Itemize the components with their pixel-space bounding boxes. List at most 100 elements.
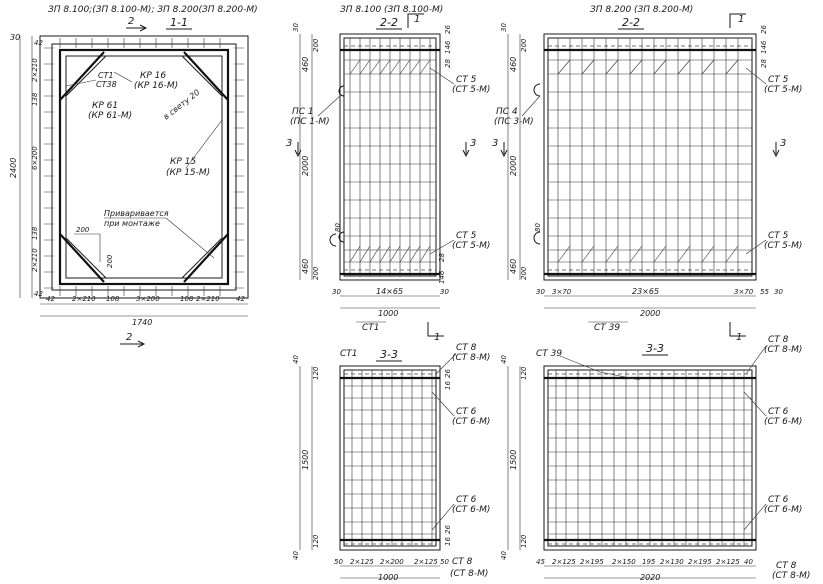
dim-33b-2x150: 2×150 [612,558,636,566]
label-clear-20: в свету 20 [162,88,202,122]
dim-6x200: 6×200 [31,146,39,170]
dim-33a-1000: 1000 [378,573,398,582]
dim-22a-v80: 80 [334,223,342,232]
dim-33a-b2x125b: 2×125 [414,558,438,566]
label-kr16: КР 16 [140,71,166,81]
dim-22a-460a: 460 [301,57,310,72]
dim-22a-14x65: 14×65 [376,287,403,296]
dim-22a-460b: 460 [301,259,310,274]
dim-33a-b50a: 50 [334,558,343,566]
label-ps4: ПС 4 [496,107,518,117]
label-22b-st5: СТ 5 [768,75,789,85]
label-weld-2: при монтаже [104,219,160,228]
cut-3-a-right: 3 [470,138,476,149]
dim-33a-40a: 40 [292,355,300,364]
dim-33b-40b: 40 [500,551,508,560]
section-3-3b-title: 3-3 [646,342,664,355]
label-kr15: КР 15 [170,157,196,167]
dim-22b-200b: 200 [520,266,528,280]
label-33a-st6ma: (СТ 6-М) [452,417,490,427]
label-33b-st6a: СТ 6 [768,407,789,417]
dim-33a-120b: 120 [312,534,320,548]
dim-33a-40b: 40 [292,551,300,560]
dim-138a: 138 [31,92,39,106]
section-1-1-title: 1-1 [170,16,188,29]
dim-22a-200: 200 [312,38,320,52]
dim-33a-120a: 120 [312,366,320,380]
dim-22b-b30b: 30 [774,288,783,296]
dim-22a-r28: 28 [444,59,452,68]
dim-33a-1500: 1500 [301,450,310,470]
label-22a-st5m: (СТ 5-М) [452,85,490,95]
dim-22b-3x70b: 3×70 [734,288,754,296]
dim-bot-108a: 108 [106,295,120,303]
dim-1740: 1740 [132,318,152,327]
section-1-1: 1-1 2 30 42 2×210 138 6×200 2400 138 2×2… [9,16,249,348]
dim-2x210a: 2×210 [31,58,39,82]
label-kr15m: (КР 15-М) [166,168,210,178]
cut-1-a-bot: 1 [434,332,440,343]
dim-22b-3x70a: 3×70 [552,288,572,296]
dim-33b-1500: 1500 [509,450,518,470]
label-33a-st6b: СТ 6 [456,495,477,505]
dim-bot-108b: 108 [180,295,194,303]
dim-2x210b: 2×210 [31,248,39,272]
dim-22a-b30b: 30 [440,288,449,296]
label-ps1: ПС 1 [292,107,314,117]
label-22b-st5m: (СТ 5-М) [764,85,802,95]
section-3-3-a: 3-3 СТ1 СТ 8 (СТ 8-М) 40 120 1500 120 40… [292,343,490,582]
dim-22a-1000: 1000 [378,309,398,318]
dim-22a-b30a: 30 [332,288,341,296]
label-33b-st8mb: (СТ 8-М) [772,571,810,581]
dim-22b-v26: 26 [760,25,768,34]
dim-22b-55: 55 [760,288,769,296]
dim-33a-r16a: 16 [444,381,452,390]
label-kr16m: (КР 16-М) [134,81,178,91]
header-left: ЗП 8.100;(ЗП 8.100-М); ЗП 8.200(ЗП 8.200… [48,5,258,15]
dim-33b-45: 45 [536,558,545,566]
label-33a-st8: СТ 8 [456,343,477,353]
dim-33a-b50b: 50 [440,558,449,566]
dim-22a-r26: 26 [444,25,452,34]
dim-22a-2000: 2000 [301,156,310,176]
label-22b-st5-b: СТ 5 [768,231,789,241]
section-2-2b-title: 2-2 [622,16,640,29]
dim-33a-r26b: 26 [444,525,452,534]
dim-bot-2x210b: 2×210 [196,295,220,303]
cut-3-a-left: 3 [286,138,292,149]
dim-42b: 42 [34,290,43,298]
cut-3-b-left: 3 [492,138,498,149]
dim-33b-2x125a: 2×125 [552,558,576,566]
dim-138b: 138 [31,226,39,240]
dim-22b-v146: 146 [760,40,768,54]
dim-22b-30: 30 [500,23,508,32]
dim-bot-42b: 42 [236,295,245,303]
dim-33b-120a: 120 [520,366,528,380]
label-33a-st1: СТ1 [340,349,358,359]
label-33a-st8b: СТ 8 [452,557,473,567]
label-ps3m: (ПС 3-М) [494,117,534,127]
dim-33b-2x195b: 2×195 [688,558,712,566]
dim-bot-2x210a: 2×210 [72,295,96,303]
dim-33a-b2x200: 2×200 [380,558,404,566]
dim-2400: 2400 [9,158,18,178]
cut-1-b-bot: 1 [736,332,742,343]
cut-2-top-label: 2 [128,16,134,27]
dim-22a-v146: 146 [438,270,446,284]
label-33b-st6b: СТ 6 [768,495,789,505]
label-kr61m: (КР 61-М) [88,111,132,121]
section-2-2a-title: 2-2 [380,16,398,29]
label-22a-st5: СТ 5 [456,75,477,85]
dim-bot-42a: 42 [46,295,55,303]
label-st1-bottom: СТ1 [362,323,380,333]
label-33a-st6a: СТ 6 [456,407,477,417]
cut-2-bot-label: 2 [126,332,132,343]
section-2-2-b: 2-2 1 30 200 460 2000 460 200 26 146 28 … [492,13,802,343]
dim-22b-200: 200 [520,38,528,52]
dim-33b-195: 195 [642,558,656,566]
cut-1-b-label: 1 [738,14,744,25]
label-kr61: КР 61 [92,101,118,111]
dim-22a-200b: 200 [312,266,320,280]
dim-22a-v28: 28 [438,253,446,262]
dim-22b-v80: 80 [534,223,542,232]
